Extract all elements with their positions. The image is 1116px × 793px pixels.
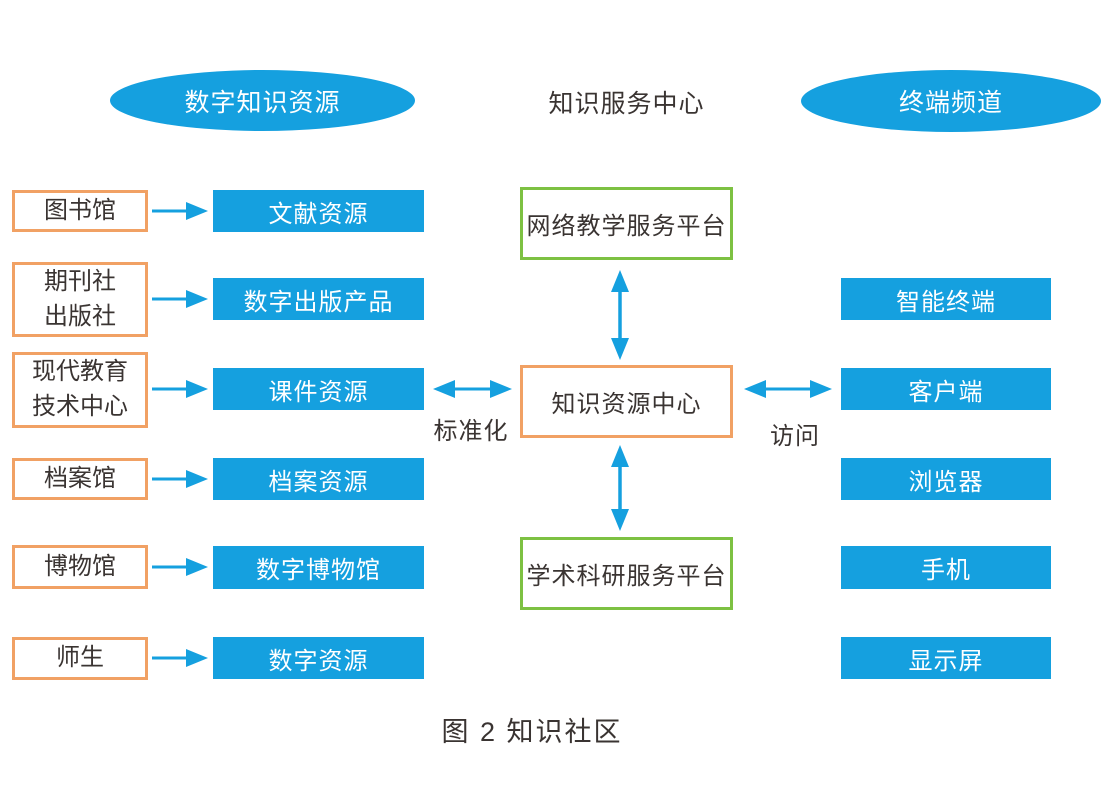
- source-archives: 档案馆: [12, 458, 148, 500]
- resource-digital-publishing: 数字出版产品: [213, 278, 424, 320]
- node-knowledge-resource-center: 知识资源中心: [520, 365, 733, 438]
- terminal-browser: 浏览器: [841, 458, 1051, 500]
- source-journal-publisher: 期刊社 出版社: [12, 262, 148, 337]
- terminal-smart-terminal: 智能终端: [841, 278, 1051, 320]
- source-museum: 博物馆: [12, 545, 148, 589]
- source-library: 图书馆: [12, 190, 148, 232]
- header-ellipse-terminal-channels: 终端频道: [801, 70, 1101, 132]
- resource-archive: 档案资源: [213, 458, 424, 500]
- source-modern-edu-tech-center: 现代教育 技术中心: [12, 352, 148, 428]
- source-teachers-students: 师生: [12, 637, 148, 680]
- resource-literature: 文献资源: [213, 190, 424, 232]
- terminal-mobile-phone: 手机: [841, 546, 1051, 589]
- node-academic-research-platform: 学术科研服务平台: [520, 537, 733, 610]
- terminal-display-screen: 显示屏: [841, 637, 1051, 679]
- header-knowledge-service-center: 知识服务中心: [548, 90, 705, 118]
- edge-label-access: 访问: [770, 423, 820, 450]
- node-online-teaching-platform: 网络教学服务平台: [520, 187, 733, 260]
- terminal-client: 客户端: [841, 368, 1051, 410]
- resource-courseware: 课件资源: [213, 368, 424, 410]
- resource-digital: 数字资源: [213, 637, 424, 679]
- header-ellipse-digital-knowledge-resources: 数字知识资源: [110, 70, 415, 131]
- resource-digital-museum: 数字博物馆: [213, 546, 424, 589]
- figure-caption: 图 2 知识社区: [441, 717, 623, 747]
- edge-label-standardization: 标准化: [433, 418, 509, 445]
